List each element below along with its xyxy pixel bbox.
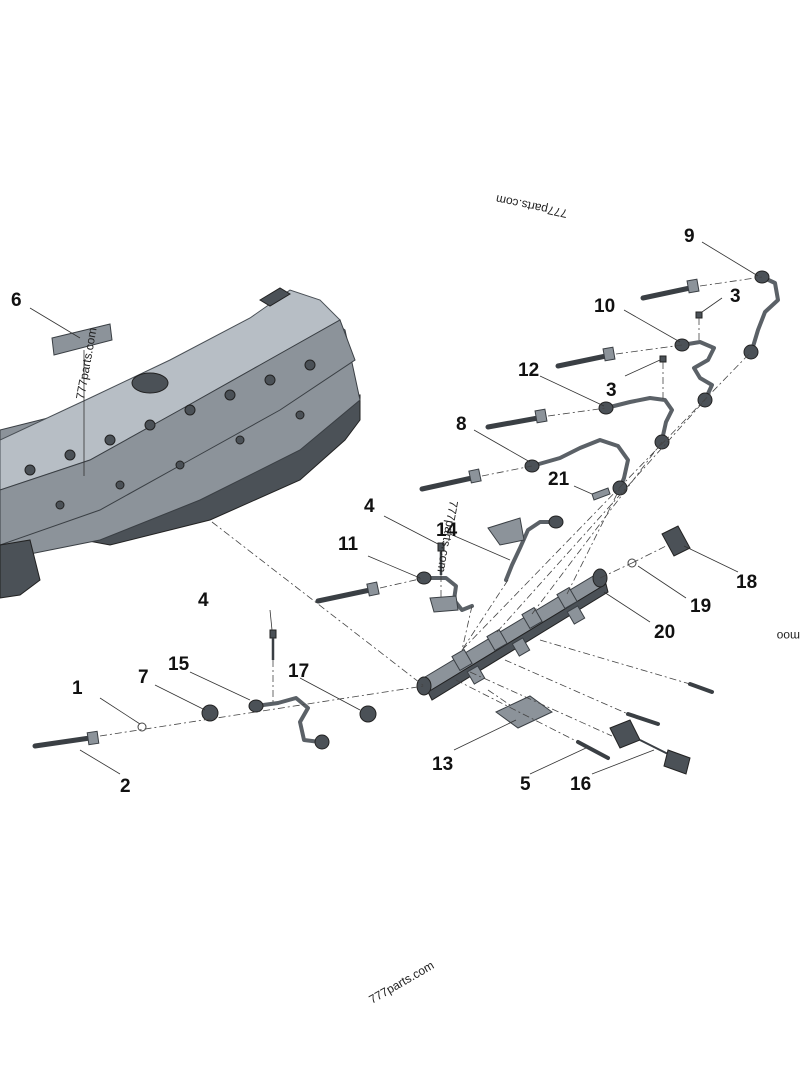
stud-right-1 bbox=[688, 682, 714, 694]
o-ring-19 bbox=[627, 558, 637, 568]
head-bolt-row bbox=[24, 359, 316, 510]
fuel-rail bbox=[416, 568, 609, 701]
callout-2: 2 bbox=[120, 776, 131, 797]
callout-numbers: 1 2 3 3 4 4 5 6 7 8 9 10 11 12 13 14 15 … bbox=[11, 226, 757, 797]
callout-20: 20 bbox=[654, 622, 675, 643]
o-ring-1 bbox=[137, 722, 147, 732]
callout-15: 15 bbox=[168, 654, 190, 675]
injector-12 bbox=[485, 408, 548, 430]
callout-1: 1 bbox=[72, 678, 83, 699]
injector-8 bbox=[419, 468, 482, 492]
callout-21: 21 bbox=[548, 469, 570, 490]
callout-3-upper: 3 bbox=[730, 286, 741, 307]
callout-6: 6 bbox=[11, 290, 22, 311]
callout-8: 8 bbox=[456, 414, 467, 435]
pipe-9 bbox=[743, 270, 780, 360]
leader-lines bbox=[29, 241, 759, 775]
callout-13: 13 bbox=[432, 754, 453, 775]
callout-11: 11 bbox=[338, 534, 359, 555]
watermark-top: 777parts.com bbox=[495, 192, 569, 221]
pipe-10 bbox=[674, 338, 716, 408]
centre-lines bbox=[99, 276, 763, 743]
watermark-bottom: 777parts.com bbox=[367, 958, 437, 1006]
callout-18: 18 bbox=[736, 572, 757, 593]
callout-3-lower: 3 bbox=[606, 380, 617, 401]
pipe-14 bbox=[487, 515, 564, 582]
injector-2 bbox=[32, 730, 100, 749]
injector-11 bbox=[315, 581, 380, 604]
stud-right-2 bbox=[626, 712, 660, 726]
label-plate bbox=[51, 323, 113, 356]
bolt-3-lower bbox=[659, 355, 667, 363]
callout-9: 9 bbox=[684, 226, 695, 247]
watermark-right-edge: moo bbox=[776, 629, 800, 643]
callout-4-upper: 4 bbox=[364, 496, 375, 517]
shim-21 bbox=[591, 487, 611, 501]
injector-10 bbox=[555, 346, 616, 369]
callout-14: 14 bbox=[436, 520, 458, 541]
bolt-4-lower bbox=[269, 629, 277, 660]
callout-10: 10 bbox=[594, 296, 615, 317]
bolt-4-upper bbox=[437, 542, 445, 575]
sensor-16 bbox=[609, 719, 691, 775]
cylinder-head-block bbox=[0, 287, 361, 599]
pipe-11 bbox=[416, 571, 474, 613]
callout-16: 16 bbox=[570, 774, 591, 795]
callout-5: 5 bbox=[520, 774, 531, 795]
callout-19: 19 bbox=[690, 596, 711, 617]
nut-17 bbox=[359, 705, 377, 723]
callout-4-lower: 4 bbox=[198, 590, 209, 611]
pipe-15 bbox=[248, 696, 330, 750]
pressure-sensor-18 bbox=[661, 525, 691, 557]
stud-5 bbox=[576, 740, 610, 760]
callout-12: 12 bbox=[518, 360, 539, 381]
nut-7 bbox=[201, 704, 219, 722]
injector-9 bbox=[640, 278, 700, 301]
callout-17: 17 bbox=[288, 661, 309, 682]
callout-7: 7 bbox=[138, 667, 149, 688]
bolt-3-upper bbox=[695, 311, 703, 319]
